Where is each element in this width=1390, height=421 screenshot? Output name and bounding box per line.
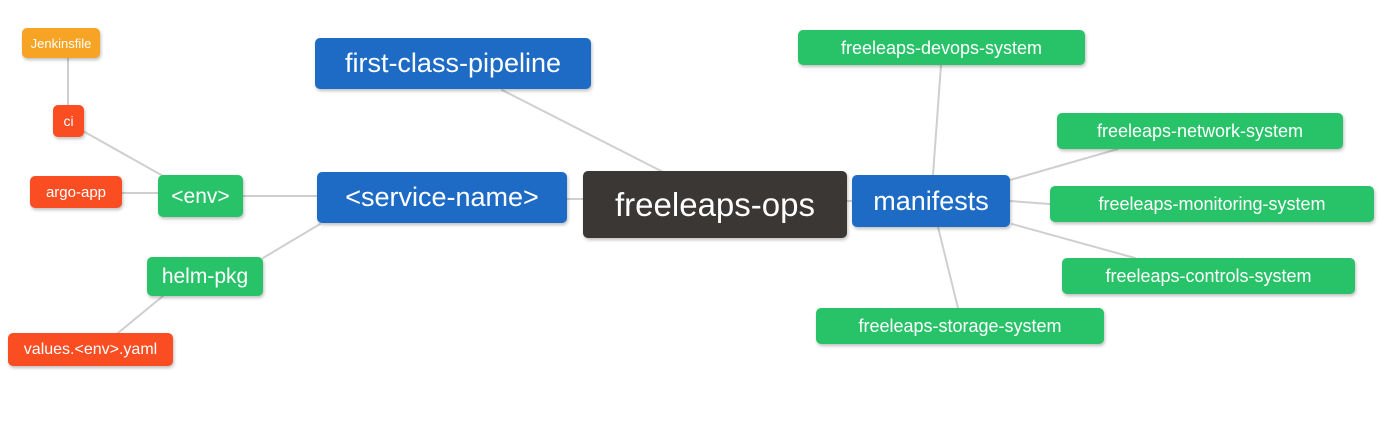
edge-manifests-to-network-system [1009,148,1119,181]
node-controls-system[interactable]: freeleaps-controls-system [1062,258,1355,294]
node-manifests[interactable]: manifests [852,175,1010,227]
edge-manifests-to-storage-system [937,226,959,309]
node-devops-system[interactable]: freeleaps-devops-system [798,30,1085,65]
node-freeleaps-ops[interactable]: freeleaps-ops [583,171,847,238]
edge-manifests-to-controls-system [1011,223,1136,259]
node-jenkinsfile[interactable]: Jenkinsfile [22,28,100,58]
node-first-class-pipeline[interactable]: first-class-pipeline [315,38,591,89]
edge-manifests-to-devops-system [932,64,942,176]
node-monitoring-system[interactable]: freeleaps-monitoring-system [1050,186,1374,222]
edge-ci-to-env [82,130,164,177]
node-env[interactable]: <env> [158,175,243,217]
edge-service-name-to-helm-pkg [262,223,321,259]
edge-manifests-to-monitoring-system [1009,200,1051,205]
node-values-env-yaml[interactable]: values.<env>.yaml [8,333,173,366]
node-ci[interactable]: ci [53,105,84,137]
node-helm-pkg[interactable]: helm-pkg [147,257,263,296]
edge-helm-pkg-to-values-env-yaml [117,295,164,334]
node-service-name[interactable]: <service-name> [317,172,567,223]
node-network-system[interactable]: freeleaps-network-system [1057,113,1343,149]
node-storage-system[interactable]: freeleaps-storage-system [816,308,1104,344]
node-argo-app[interactable]: argo-app [30,176,122,208]
edge-first-class-pipeline-to-freeleaps-ops [501,89,664,173]
